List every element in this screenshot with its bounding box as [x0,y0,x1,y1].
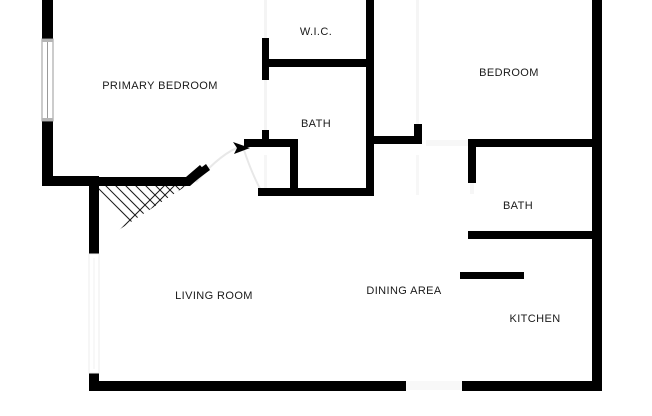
room-label-dining-area: DINING AREA [366,285,442,297]
wall-exterior-right [592,0,602,391]
wall-exterior-left-mid [42,121,53,185]
wall-living-left-upper [89,176,99,254]
wall-group [42,0,602,391]
wall-exterior-bottom-left [89,381,406,391]
room-label-walk-in-closet: W.I.C. [299,26,333,38]
wall-exterior-left-upper [42,0,53,39]
wic-partition-light [264,80,267,130]
room-label-kitchen: KITCHEN [509,313,561,325]
dining-entry-opening [406,381,462,390]
living-room-slider [88,253,100,374]
primary-bath-door-swing [242,146,264,195]
wall-exterior-bottom-right [462,381,602,391]
room-label-bath-primary: BATH [300,118,332,130]
wall-bath-vestibule-top [244,139,298,147]
kitchen-counter [460,272,524,279]
wall-bath-bottom [258,188,374,196]
bedroom-doorway [416,0,419,130]
wall-bath-vestibule-right [290,139,298,195]
wall-bath-jamb-nub [262,130,269,140]
primary-bedroom-window [41,38,54,122]
wall-hall-horizontal [374,136,422,144]
wall-hall-right-stub [414,124,422,140]
door-leaf-primary-bedroom [186,164,210,185]
room-label-bedroom: BEDROOM [479,67,539,79]
wall-diagonal-primary [96,165,206,186]
wall-living-left-lower [89,373,99,386]
wall-bath-bottom-left-nub [258,188,267,196]
bath-wall-light-lower [264,155,267,195]
wall-primary-bedroom-bottom [42,176,98,186]
living-dining-light [416,155,419,195]
wall-bedroom-bottom [468,139,594,147]
room-label-bath-secondary: BATH [502,200,534,212]
wall-bath-secondary-bottom [468,231,594,239]
primary-bedroom-door-swing [195,145,243,183]
door-leaf-primary-bath [233,142,250,154]
wall-wic-bottom [262,59,372,67]
wall-central-vertical [366,0,374,196]
room-label-living-room: LIVING ROOM [175,290,253,302]
room-label-primary-bedroom: PRIMARY BEDROOM [102,80,218,92]
wic-doorway [264,0,267,40]
bath-threshold [426,140,470,146]
wall-bath-secondary-left [468,139,476,183]
